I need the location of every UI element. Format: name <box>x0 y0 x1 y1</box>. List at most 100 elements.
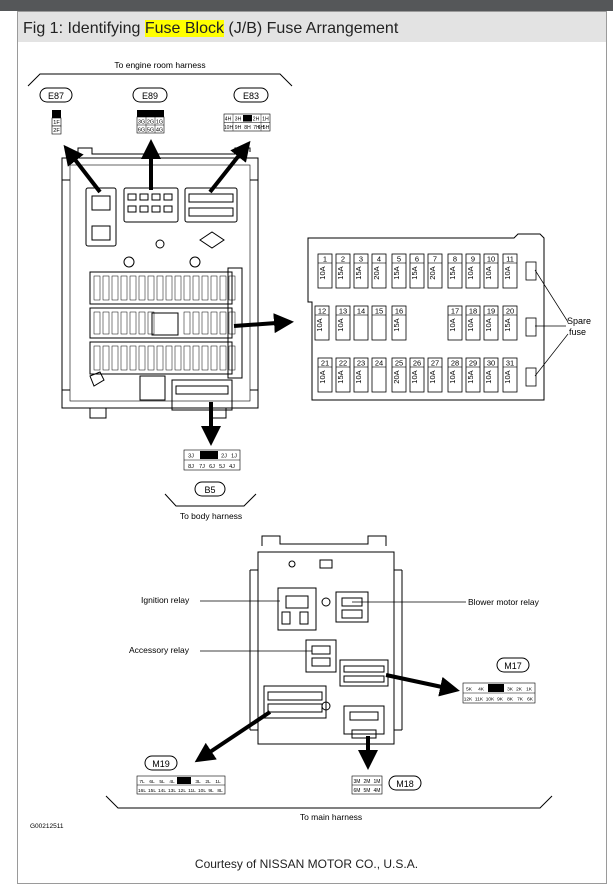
fuse-number: 6 <box>415 255 419 264</box>
m17-pin: 2K <box>516 687 523 693</box>
fuse-number: 8 <box>453 255 457 264</box>
fuse-amperage: 10A <box>503 370 512 383</box>
m18-pin: 4M <box>374 788 381 794</box>
fuse-amperage: 15A <box>410 266 419 279</box>
fuse-amperage: 10A <box>484 370 493 383</box>
fuse-amperage: 20A <box>372 266 381 279</box>
fuse-amperage: 10A <box>354 370 363 383</box>
e83-pin: 1H <box>262 117 269 123</box>
m17-pin: 8K <box>507 697 514 703</box>
fuse-number: 23 <box>357 359 365 368</box>
fuse-amperage: 10A <box>336 318 345 331</box>
courtesy-credit: Courtesy of NISSAN MOTOR CO., U.S.A. <box>194 857 419 871</box>
m19-pin-grid: 7L 6L 5L 4L 3L 2L 1L 16L 15L 14L 13L 12L… <box>136 775 226 795</box>
e89-pin: 4G <box>156 128 163 134</box>
blower-motor-relay-label: Blower motor relay <box>468 597 540 607</box>
m17-pin: 5K <box>466 687 473 693</box>
connector-e83-label: E83 <box>243 91 259 101</box>
connector-m18: M18 <box>388 775 422 791</box>
fuse-amperage: 15A <box>392 266 401 279</box>
fuse-number: 10 <box>487 255 495 264</box>
fuse-number: 21 <box>321 359 329 368</box>
m17-pin: 3K <box>507 687 514 693</box>
figure-title: Fig 1: Identifying Fuse Block (J/B) Fuse… <box>23 20 398 38</box>
fuse-amperage: 10A <box>484 318 493 331</box>
m19-pin: 4L <box>169 779 175 785</box>
connector-m18-label: M18 <box>396 779 414 789</box>
m19-pin: 10L <box>198 788 206 794</box>
m19-pin: 3L <box>195 779 201 785</box>
connector-e89-label: E89 <box>142 91 158 101</box>
m19-pin: 16L <box>138 788 146 794</box>
b5-pin: 3J <box>188 454 194 460</box>
e83-pin: 10H <box>224 125 234 131</box>
fuse-amperage: 10A <box>428 370 437 383</box>
fuse-number: 13 <box>339 307 347 316</box>
b5-pin: 7J <box>199 464 205 470</box>
fuse-number: 31 <box>506 359 514 368</box>
fuse-number: 15 <box>375 307 383 316</box>
fuse-cell: 15 <box>371 305 387 341</box>
m19-pin: 7L <box>139 779 145 785</box>
ignition-relay-label: Ignition relay <box>141 595 190 605</box>
lower-pointer-arrows <box>194 673 460 770</box>
fuse-number: 24 <box>375 359 383 368</box>
e89-pin: 2G <box>147 120 154 126</box>
b5-pin: 5J <box>219 464 225 470</box>
e83-pin: 7H <box>253 125 260 131</box>
body-harness-bracket <box>164 493 257 507</box>
upper-junction-box <box>61 147 259 419</box>
fuse-number: 29 <box>469 359 477 368</box>
fuse-number: 12 <box>318 307 326 316</box>
fuse-amperage: 20A <box>428 266 437 279</box>
fuse-number: 22 <box>339 359 347 368</box>
spare-fuse-callout <box>534 269 569 377</box>
m19-pin: 2L <box>205 779 211 785</box>
connector-e87-label: E87 <box>48 91 64 101</box>
m18-pin: 1M <box>374 779 381 785</box>
m17-pin: 6K <box>527 697 534 703</box>
e83-pin: 9H <box>235 125 242 131</box>
spare-fuse-label-line1: Spare <box>567 316 591 326</box>
main-harness-bracket <box>105 795 553 809</box>
e83-pin: 5H <box>263 125 270 131</box>
fuse-amperage: 15A <box>466 370 475 383</box>
m19-pin: 6L <box>149 779 155 785</box>
e89-pin: 6G <box>138 128 145 134</box>
title-prefix: Fig 1: Identifying <box>23 20 145 37</box>
spare-fuse-slot <box>525 261 537 281</box>
fuse-number: 26 <box>413 359 421 368</box>
fuse-number: 28 <box>451 359 459 368</box>
m19-pin: 11L <box>188 788 196 794</box>
e83-pin: 2H <box>253 117 260 123</box>
fuse-number: 20 <box>506 307 514 316</box>
fuse-number: 16 <box>395 307 403 316</box>
e89-pin: 3G <box>138 120 145 126</box>
fuse-number: 27 <box>431 359 439 368</box>
fuse-number: 3 <box>359 255 363 264</box>
e87-pin-grid: 1F 2F <box>51 110 62 135</box>
e83-pin: 8H <box>244 125 251 131</box>
fuse-number: 19 <box>487 307 495 316</box>
fuse-amperage: 10A <box>466 318 475 331</box>
m19-pin: 8L <box>217 788 223 794</box>
fuse-amperage: 10A <box>410 370 419 383</box>
accessory-relay-label: Accessory relay <box>129 645 190 655</box>
engine-room-harness-label: To engine room harness <box>114 60 205 70</box>
b5-pin: 2J <box>221 454 227 460</box>
